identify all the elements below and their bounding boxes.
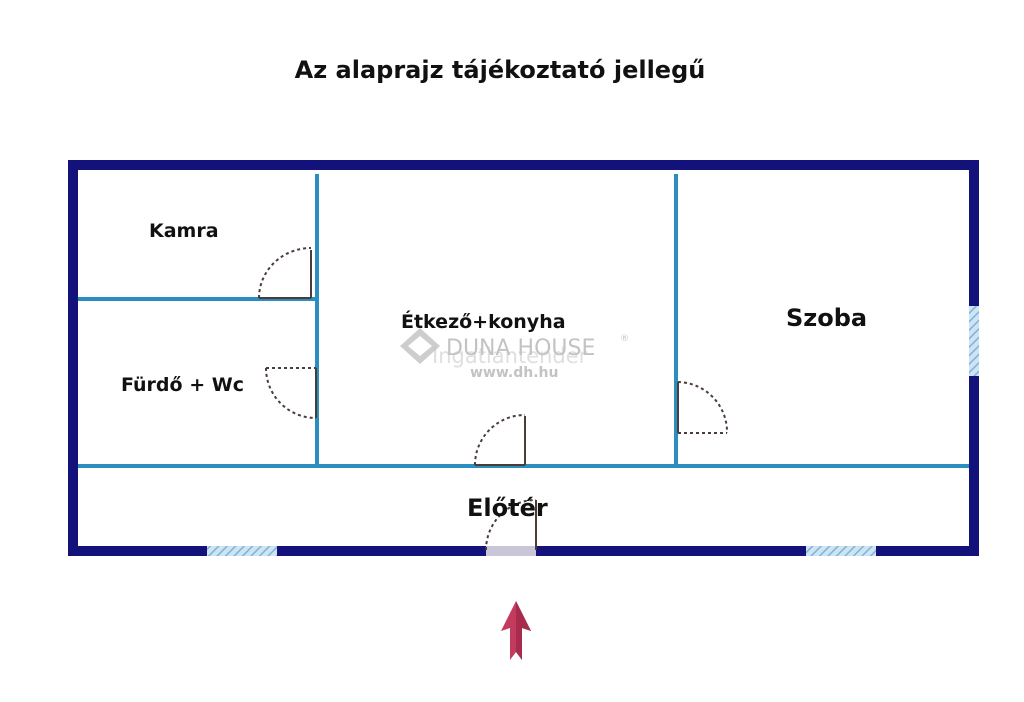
door-etkezo [474,414,526,466]
room-label-furdo: Fürdő + Wc [121,374,244,396]
page-title: Az alaprajz tájékoztató jellegű [294,56,706,84]
watermark-url: www.dh.hu [470,365,558,381]
watermark-brand: DUNA HOUSE [446,336,595,361]
watermark-registered: ® [620,334,629,344]
diamond-logo-icon [400,328,440,364]
door-furdo [265,367,317,419]
doors [258,247,729,551]
window-bottom-right [806,546,876,556]
watermark-subtitle: Ingatlantender [432,344,588,368]
room-label-kamra: Kamra [149,220,219,242]
watermark: DUNA HOUSE ® Ingatlantender www.dh.hu [400,328,629,381]
room-label-szoba: Szoba [786,304,867,332]
room-label-etkezo: Étkező+konyha [401,310,566,333]
door-entrance [485,499,537,551]
entrance-door-gap [486,546,536,556]
up-arrow-icon [501,601,531,660]
door-szoba [677,381,729,434]
window-right [969,306,979,376]
room-label-eloter: Előtér [467,494,548,522]
window-bottom-left [207,546,277,556]
door-kamra [258,247,312,299]
